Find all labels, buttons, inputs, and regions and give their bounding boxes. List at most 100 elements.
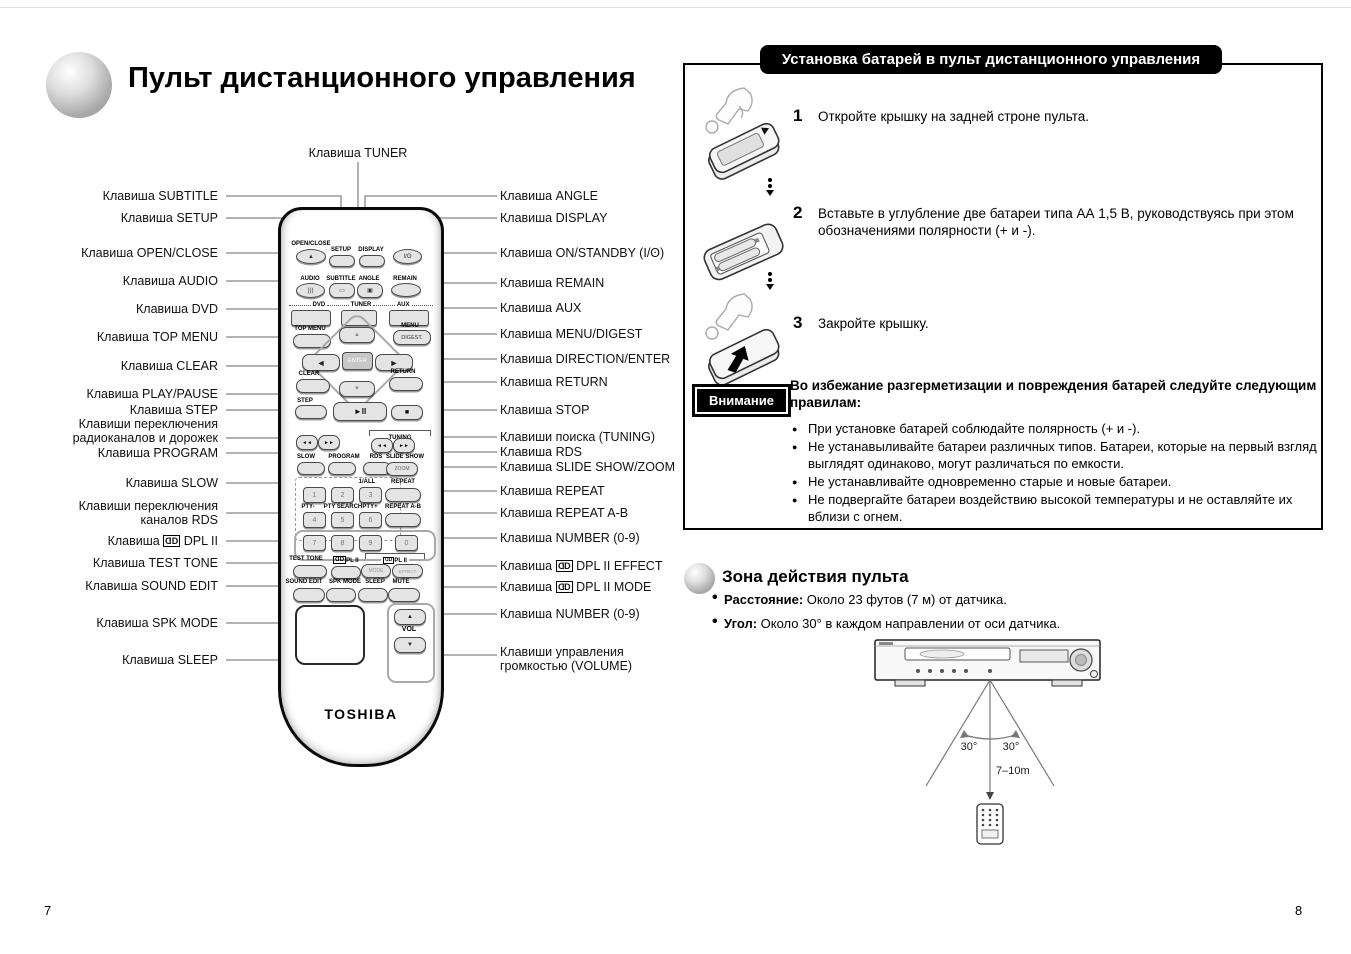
repeat-ab-button: [385, 513, 421, 527]
callout-slide-show-zoom: Клавиша SLIDE SHOW/ZOOM: [500, 460, 676, 474]
section-sphere-icon: [684, 563, 715, 594]
angle-button: ▣: [357, 283, 383, 298]
page-title: Пульт дистанционного управления: [128, 62, 636, 94]
down-arrow-dots-icon: [766, 272, 774, 290]
skip-forward-button: ►►: [318, 435, 340, 450]
audio-icon: ))): [307, 287, 314, 294]
remote-control-illustration: OPEN/CLOSE ▲ SETUP DISPLAY I/ʘ AUDIO )))…: [278, 207, 444, 767]
angle-left-label: 30°: [961, 741, 978, 753]
warning-badge: Внимание: [692, 384, 791, 417]
top-menu-label: TOP MENU: [294, 326, 326, 332]
dvd-button: [291, 310, 331, 326]
callout-menu-digest: Клавиша MENU/DIGEST: [500, 327, 643, 341]
callout-rds-channel-keys: Клавиши переключения каналов RDS: [78, 499, 218, 527]
distance-label: 7–10m: [996, 765, 1030, 777]
spk-mode-label: SPK MODE: [328, 579, 361, 585]
sound-edit-label: SOUND EDIT: [285, 579, 323, 585]
callout-tuner: Клавиша TUNER: [308, 146, 408, 160]
step-number: 1: [793, 106, 803, 125]
digit-6-button: 6: [359, 512, 382, 528]
setup-label: SETUP: [330, 247, 351, 253]
dolby-icon: DD: [555, 560, 573, 572]
range-title: Зона действия пульта: [722, 567, 909, 586]
warning-item: При установке батарей соблюдайте полярно…: [792, 420, 1317, 438]
volume-down-button: ▼: [394, 637, 426, 653]
volume-outline: [387, 603, 435, 683]
stop-button: ■: [391, 405, 423, 420]
dolby-icon: DD: [383, 557, 395, 564]
callout-sound-edit: Клавиша SOUND EDIT: [85, 579, 218, 593]
tune-up-button: ►►: [393, 438, 415, 453]
repeat-ab-label: REPEAT A-B: [385, 504, 421, 510]
callout-sleep: Клавиша SLEEP: [122, 653, 218, 667]
slow-button: [297, 462, 325, 475]
repeat-label: REPEAT: [391, 479, 415, 485]
step-label: STEP: [297, 398, 313, 404]
step-text: Закройте крышку.: [818, 316, 929, 331]
dpl2-mode-button: MODE: [361, 564, 391, 578]
callout-open-close: Клавиша OPEN/CLOSE: [81, 246, 218, 260]
down-arrow-dots-icon: [766, 178, 774, 196]
enter-button: ENTER: [342, 352, 373, 370]
toshiba-logo: TOSHIBA: [324, 706, 398, 722]
callout-dvd: Клавиша DVD: [136, 302, 218, 316]
callout-audio: Клавиша AUDIO: [122, 274, 218, 288]
menu-label: MENU: [401, 323, 419, 329]
callout-subtitle: Клавиша SUBTITLE: [102, 189, 218, 203]
open-close-label: OPEN/CLOSE: [291, 241, 331, 247]
dpl2-button: [331, 566, 361, 579]
menu-digest-button: DIGEST.: [393, 330, 431, 345]
digit-5-button: 5: [331, 512, 354, 528]
callout-spk-mode: Клавиша SPK MODE: [96, 616, 218, 630]
callout-program: Клавиша PROGRAM: [97, 446, 218, 460]
battery-step3-illustration: [705, 293, 780, 386]
range-diagram: 30° 30° 7–10m: [874, 639, 1101, 845]
left-button: ◄: [302, 354, 340, 371]
down-button: ▼: [339, 381, 375, 397]
audio-label: AUDIO: [300, 276, 320, 282]
mute-label: MUTE: [392, 579, 410, 585]
step-number: 2: [793, 203, 803, 222]
battery-step1-illustration: [705, 87, 780, 180]
test-tone-button: [293, 565, 327, 578]
callout-volume: Клавиши управления громкостью (VOLUME): [500, 645, 633, 673]
subtitle-icon: ▭: [339, 288, 345, 294]
callout-top-menu: Клавиша TOP MENU: [96, 330, 218, 344]
dvd-label: DVD: [312, 302, 326, 308]
callout-aux: Клавиша AUX: [500, 301, 582, 315]
battery-step2-illustration: [703, 223, 784, 281]
dolby-icon: DD: [555, 581, 573, 593]
callout-dpl2: Клавиша DD DPL II: [107, 534, 218, 548]
warning-item: Не устанавливайте одновременно старые и …: [792, 473, 1317, 491]
callout-angle: Клавиша ANGLE: [500, 189, 598, 203]
slide-show-label: SLIDE SHOW: [385, 454, 424, 460]
mute-button: [388, 588, 420, 602]
callout-dpl2-effect: Клавиша DD DPL II EFFECT: [500, 559, 663, 573]
subtitle-button: ▭: [329, 283, 355, 298]
display-button: [359, 255, 385, 267]
warning-item: Не устанавыливайте батареи различных тип…: [792, 438, 1317, 472]
step-number: 3: [793, 313, 803, 332]
clear-button: [296, 379, 330, 393]
pty-search-label: PTY SEARCH: [323, 504, 363, 510]
callout-rds: Клавиша RDS: [500, 445, 582, 459]
callout-repeat: Клавиша REPEAT: [500, 484, 605, 498]
repeat-button: [385, 488, 421, 502]
callout-setup: Клавиша SETUP: [120, 211, 218, 225]
callout-radio-track-keys: Клавиши переключения радиоканалов и доро…: [72, 417, 218, 445]
callout-play-pause: Клавиша PLAY/PAUSE: [86, 387, 218, 401]
tune-down-button: ◄◄: [371, 438, 393, 453]
spk-mode-button: [326, 588, 356, 602]
sleep-button: [358, 588, 388, 602]
remain-button: [391, 283, 421, 297]
digit-0-button: 0: [395, 535, 418, 551]
return-label: RETURN: [390, 369, 416, 375]
digit-3-button: 3: [359, 487, 382, 503]
tuning-bracket: TUNING: [369, 430, 431, 441]
rds-label: RDS: [369, 454, 383, 460]
callout-repeat-ab: Клавиша REPEAT A-B: [500, 506, 629, 520]
angle-label: ANGLE: [358, 276, 380, 282]
aux-label: AUX: [396, 302, 410, 308]
